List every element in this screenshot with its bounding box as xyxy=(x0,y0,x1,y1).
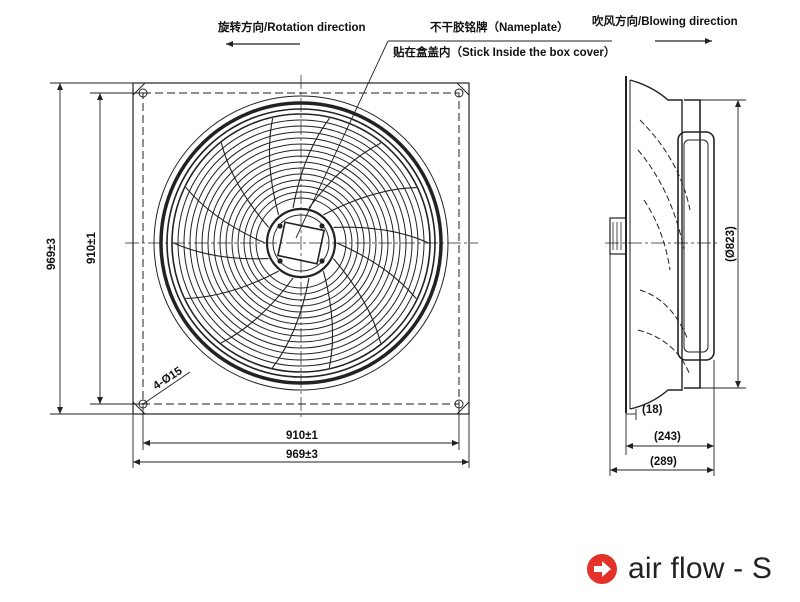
guard-ring xyxy=(189,131,413,355)
guard-ring xyxy=(225,167,377,319)
guard-spoke xyxy=(332,258,382,344)
guard-ring xyxy=(177,119,425,367)
guard-spoke xyxy=(185,186,266,244)
venturi-ring xyxy=(153,95,449,391)
height-inner-label: 910±1 xyxy=(86,232,98,264)
guard-spoke xyxy=(172,242,269,260)
air-flow-legend: air flow - S xyxy=(586,552,772,586)
width-inner-label: 910±1 xyxy=(286,430,318,442)
nameplate-label: 不干胶铭牌（Nameplate） xyxy=(430,20,569,34)
guard-spoke xyxy=(220,142,270,228)
air-flow-label: air flow - S xyxy=(628,552,773,585)
guard-spoke xyxy=(322,270,334,368)
guard-ring xyxy=(219,161,383,325)
guard-ring xyxy=(207,149,395,337)
guard-spokes xyxy=(172,117,430,369)
guard-ring xyxy=(183,125,419,361)
guard-spoke xyxy=(333,226,430,244)
diameter-label: (Ø823) xyxy=(725,226,737,262)
plate-corner-chamfers xyxy=(132,82,470,415)
guard-spoke xyxy=(268,118,280,216)
side-blades xyxy=(637,119,691,376)
hub-bolts xyxy=(277,223,325,264)
right-arrow-circle-icon xyxy=(587,554,617,584)
side-motor-body xyxy=(677,131,715,361)
guard-ring xyxy=(201,143,401,343)
blowing-direction-label: 吹风方向/Blowing direction xyxy=(592,14,738,28)
guard-spoke xyxy=(308,142,382,209)
side-venturi xyxy=(629,79,683,410)
depth-243-label: (243) xyxy=(654,431,681,443)
guard-ring xyxy=(195,137,407,349)
height-outer-label: 969±3 xyxy=(46,238,58,270)
nameplate-leader-line xyxy=(295,40,612,239)
motor-hub xyxy=(265,207,337,279)
guard-spoke xyxy=(336,242,417,300)
rotation-direction-label: 旋转方向/Rotation direction xyxy=(217,20,366,34)
holes-leader-line xyxy=(142,371,191,405)
guard-spoke xyxy=(220,277,294,344)
guard-ring xyxy=(243,185,359,301)
guard-spoke xyxy=(271,277,310,369)
stick-inside-label: 贴在盒盖内（Stick Inside the box cover） xyxy=(392,45,615,59)
width-outer-label: 969±3 xyxy=(286,449,318,461)
depth-18-label: (18) xyxy=(642,404,663,416)
front-view xyxy=(125,75,478,420)
guard-ring xyxy=(249,191,353,295)
side-terminal-box xyxy=(609,217,627,255)
depth-289-label: (289) xyxy=(650,456,677,468)
side-view-dimensions xyxy=(609,99,746,476)
guard-spoke xyxy=(323,187,417,216)
front-view-dimensions xyxy=(50,82,470,468)
guard-outer-rim xyxy=(159,101,443,385)
motor-hub-box xyxy=(276,221,326,265)
guard-ring xyxy=(237,179,365,307)
guard-spoke xyxy=(292,117,331,209)
side-guard xyxy=(684,99,701,389)
side-view xyxy=(605,76,720,413)
guard-spoke xyxy=(185,270,279,299)
guard-ring xyxy=(255,197,347,289)
guard-ring xyxy=(213,155,389,331)
